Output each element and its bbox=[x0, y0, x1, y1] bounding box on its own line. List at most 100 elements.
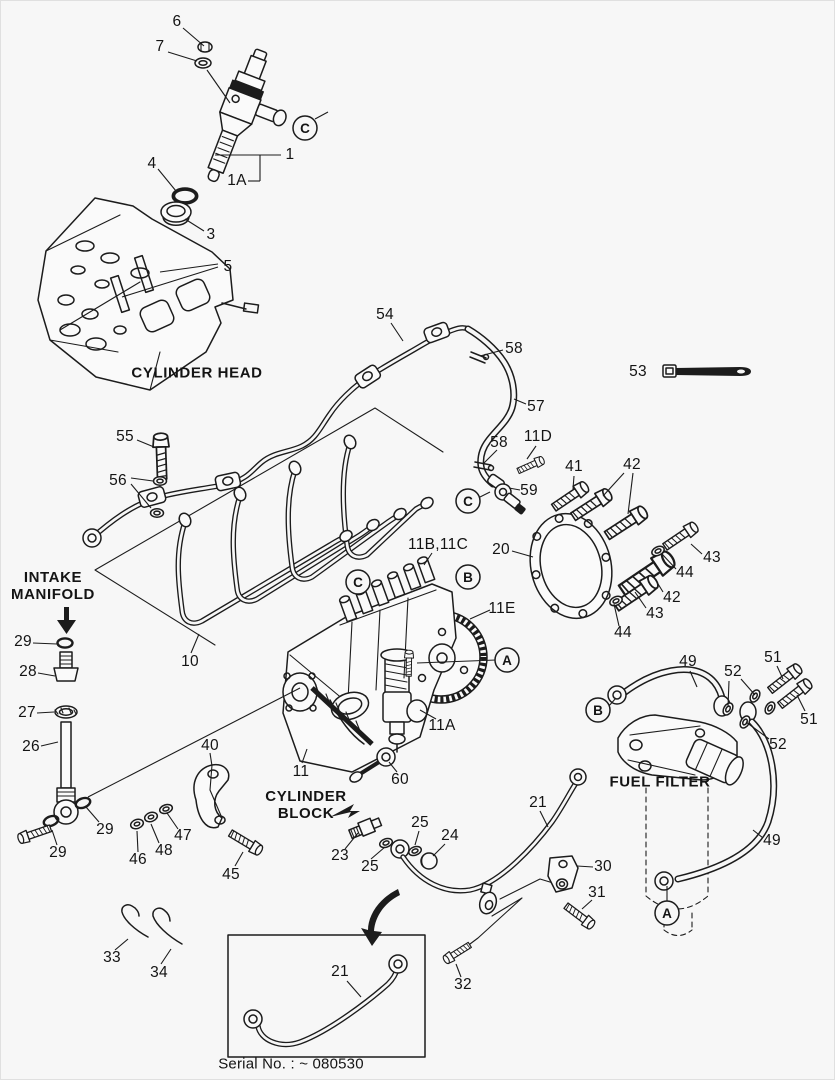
injection-pipe-group-art bbox=[94, 407, 444, 646]
oring-4-art bbox=[171, 187, 199, 205]
callout-53: 53 bbox=[629, 363, 647, 380]
joint-28-art bbox=[53, 651, 79, 682]
callout-4: 4 bbox=[147, 155, 157, 172]
leader-line bbox=[745, 721, 770, 740]
leader-line bbox=[419, 709, 437, 720]
callout-47: 47 bbox=[174, 827, 192, 844]
leader-line bbox=[370, 846, 386, 860]
callout-7: 7 bbox=[155, 38, 165, 55]
leader-line bbox=[526, 445, 537, 460]
callout-42-2: 42 bbox=[663, 589, 681, 606]
bolt-45-art bbox=[226, 826, 266, 858]
detail-arrow bbox=[361, 889, 400, 946]
leader-line bbox=[37, 672, 56, 677]
leader-line bbox=[740, 678, 756, 696]
callout-52-2: 52 bbox=[769, 736, 787, 753]
washer-56a-art bbox=[152, 476, 168, 486]
leader-line bbox=[689, 670, 698, 688]
seal-3-art bbox=[160, 201, 192, 226]
callout-60: 60 bbox=[391, 771, 409, 788]
leader-line bbox=[130, 477, 154, 482]
cylinder-block-label: CYLINDER BLOCK bbox=[265, 788, 347, 822]
callout-11b-11c: 11B,11C bbox=[407, 536, 469, 553]
callout-21-2: 21 bbox=[331, 963, 349, 980]
leader-line bbox=[576, 865, 594, 868]
svg-text:B: B bbox=[593, 703, 603, 718]
fitting-23-art bbox=[348, 817, 383, 840]
fuel-filter-art bbox=[607, 661, 815, 937]
injector-art bbox=[160, 41, 287, 226]
leader-line bbox=[388, 761, 398, 773]
callout-49: 49 bbox=[679, 653, 697, 670]
leakoff-pipe-54-art bbox=[82, 321, 471, 548]
callout-54: 54 bbox=[376, 306, 394, 323]
washer-7-art bbox=[194, 57, 212, 69]
leader-line bbox=[661, 553, 677, 570]
leader-line bbox=[416, 659, 497, 664]
washer-56b-art bbox=[149, 508, 165, 518]
delivery-valves-art bbox=[338, 556, 436, 623]
callout-51-2: 51 bbox=[800, 711, 818, 728]
leader-line bbox=[511, 550, 534, 558]
callout-24: 24 bbox=[441, 827, 459, 844]
callout-32: 32 bbox=[454, 976, 472, 993]
callout-5: 5 bbox=[223, 258, 233, 275]
callout-29-2: 29 bbox=[96, 821, 114, 838]
leader-line bbox=[613, 603, 620, 627]
leader-line bbox=[539, 810, 549, 828]
callout-11e: 11E bbox=[488, 600, 516, 617]
detail-box-art bbox=[227, 934, 426, 1058]
leader-line bbox=[40, 741, 59, 747]
leader-line bbox=[136, 830, 139, 853]
leader-line bbox=[469, 609, 491, 620]
nut-6-art bbox=[197, 41, 213, 53]
callout-43-2: 43 bbox=[646, 605, 664, 622]
fuel-pipe-26-art bbox=[15, 637, 93, 846]
leader-line bbox=[796, 694, 806, 712]
leader-line bbox=[314, 111, 329, 120]
svg-text:A: A bbox=[662, 906, 672, 921]
callout-6: 6 bbox=[172, 13, 182, 30]
leader-line bbox=[346, 980, 362, 998]
leader-line bbox=[602, 472, 625, 497]
intake-manifold-arrow bbox=[57, 607, 76, 634]
injection-pump-art bbox=[282, 556, 488, 783]
leader-line bbox=[85, 806, 100, 823]
leader-line bbox=[136, 439, 155, 448]
view-callout-c: C bbox=[292, 115, 318, 141]
callout-1a: 1A bbox=[227, 172, 247, 189]
callout-28: 28 bbox=[19, 663, 37, 680]
leader-line bbox=[423, 552, 433, 566]
leader-line bbox=[51, 829, 58, 846]
leader-line bbox=[130, 483, 152, 509]
cylinder-head-label: CYLINDER HEAD bbox=[131, 364, 263, 382]
callout-59: 59 bbox=[520, 482, 538, 499]
cylinder-block-arrow bbox=[330, 804, 360, 818]
svg-text:C: C bbox=[463, 494, 473, 509]
leader-line bbox=[184, 218, 205, 232]
clamp-27-art bbox=[54, 705, 78, 719]
callout-20: 20 bbox=[492, 541, 510, 558]
leader-line bbox=[651, 573, 664, 593]
pipe-clamp-art bbox=[478, 882, 498, 915]
serial-number-label: Serial No. : ~ 080530 bbox=[218, 1055, 364, 1073]
banjo-60-art bbox=[349, 747, 396, 783]
callout-11a: 11A bbox=[428, 717, 456, 734]
leader-line bbox=[627, 472, 634, 515]
callout-11: 11 bbox=[292, 763, 310, 780]
view-callout-c-2: C bbox=[455, 488, 481, 514]
cylinder-head-art bbox=[37, 197, 260, 391]
callout-51: 51 bbox=[764, 649, 782, 666]
callout-10: 10 bbox=[181, 653, 199, 670]
leader-line bbox=[209, 752, 213, 767]
view-callout-b: B bbox=[455, 564, 481, 590]
callout-29-3: 29 bbox=[49, 844, 67, 861]
leader-line bbox=[581, 899, 593, 910]
leader-line bbox=[167, 51, 198, 62]
leader-line bbox=[121, 266, 219, 298]
fuel-filter-label: FUEL FILTER bbox=[609, 773, 711, 791]
leader-line bbox=[32, 642, 58, 645]
leader-line bbox=[752, 829, 764, 839]
callout-44-2: 44 bbox=[614, 624, 632, 641]
leader-line bbox=[234, 851, 244, 867]
